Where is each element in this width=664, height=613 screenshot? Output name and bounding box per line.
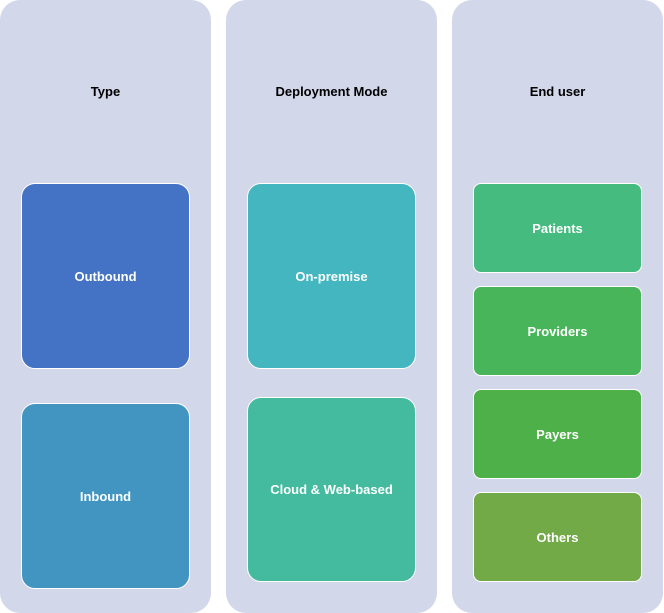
box-label-on-premise: On-premise bbox=[295, 268, 368, 284]
box-outbound: Outbound bbox=[21, 183, 190, 369]
column-type: Type Outbound Inbound bbox=[0, 0, 211, 613]
box-patients: Patients bbox=[473, 183, 642, 273]
column-title-deployment-mode: Deployment Mode bbox=[275, 84, 388, 99]
box-label-inbound: Inbound bbox=[79, 488, 132, 504]
column-deployment-mode: Deployment Mode On-premise Cloud & Web-b… bbox=[226, 0, 437, 613]
box-label-outbound: Outbound bbox=[74, 268, 137, 284]
box-label-others: Others bbox=[536, 529, 579, 545]
column-title-type: Type bbox=[90, 84, 121, 99]
box-cloud-web-based: Cloud & Web-based bbox=[247, 397, 416, 582]
box-label-providers: Providers bbox=[527, 323, 588, 339]
box-label-patients: Patients bbox=[532, 220, 583, 236]
box-on-premise: On-premise bbox=[247, 183, 416, 369]
column-title-end-user: End user bbox=[529, 84, 586, 99]
box-payers: Payers bbox=[473, 389, 642, 479]
box-others: Others bbox=[473, 492, 642, 582]
column-end-user: End user Patients Providers Payers Other… bbox=[452, 0, 663, 613]
box-label-cloud-web-based: Cloud & Web-based bbox=[270, 482, 393, 497]
box-label-payers: Payers bbox=[536, 426, 579, 442]
box-providers: Providers bbox=[473, 286, 642, 376]
box-inbound: Inbound bbox=[21, 403, 190, 589]
